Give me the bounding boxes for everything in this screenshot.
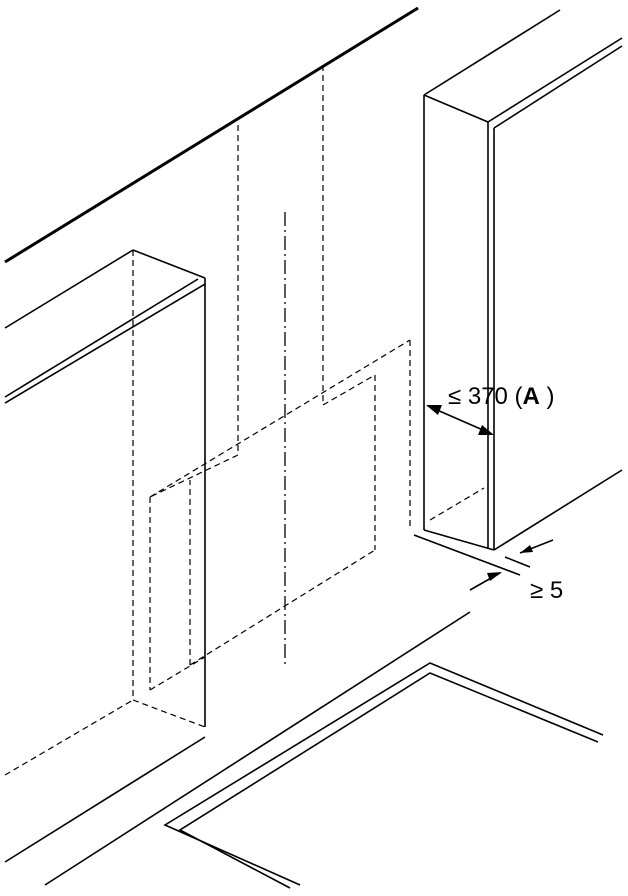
- worktop-edge: [44, 611, 471, 886]
- max-width-value: ≤ 370 (: [448, 383, 523, 410]
- dimension-lines: [413, 405, 554, 591]
- hob-outline: [163, 662, 604, 889]
- min-gap-label: ≥ 5: [530, 577, 564, 604]
- hood-outline: [149, 65, 411, 691]
- right-cabinet: [423, 9, 623, 551]
- reference-a: A: [522, 383, 540, 410]
- left-cabinet: [4, 249, 206, 863]
- max-width-suffix: ): [539, 383, 555, 410]
- max-width-label: ≤ 370 (A ): [448, 383, 555, 411]
- ceiling-edge: [4, 6, 419, 264]
